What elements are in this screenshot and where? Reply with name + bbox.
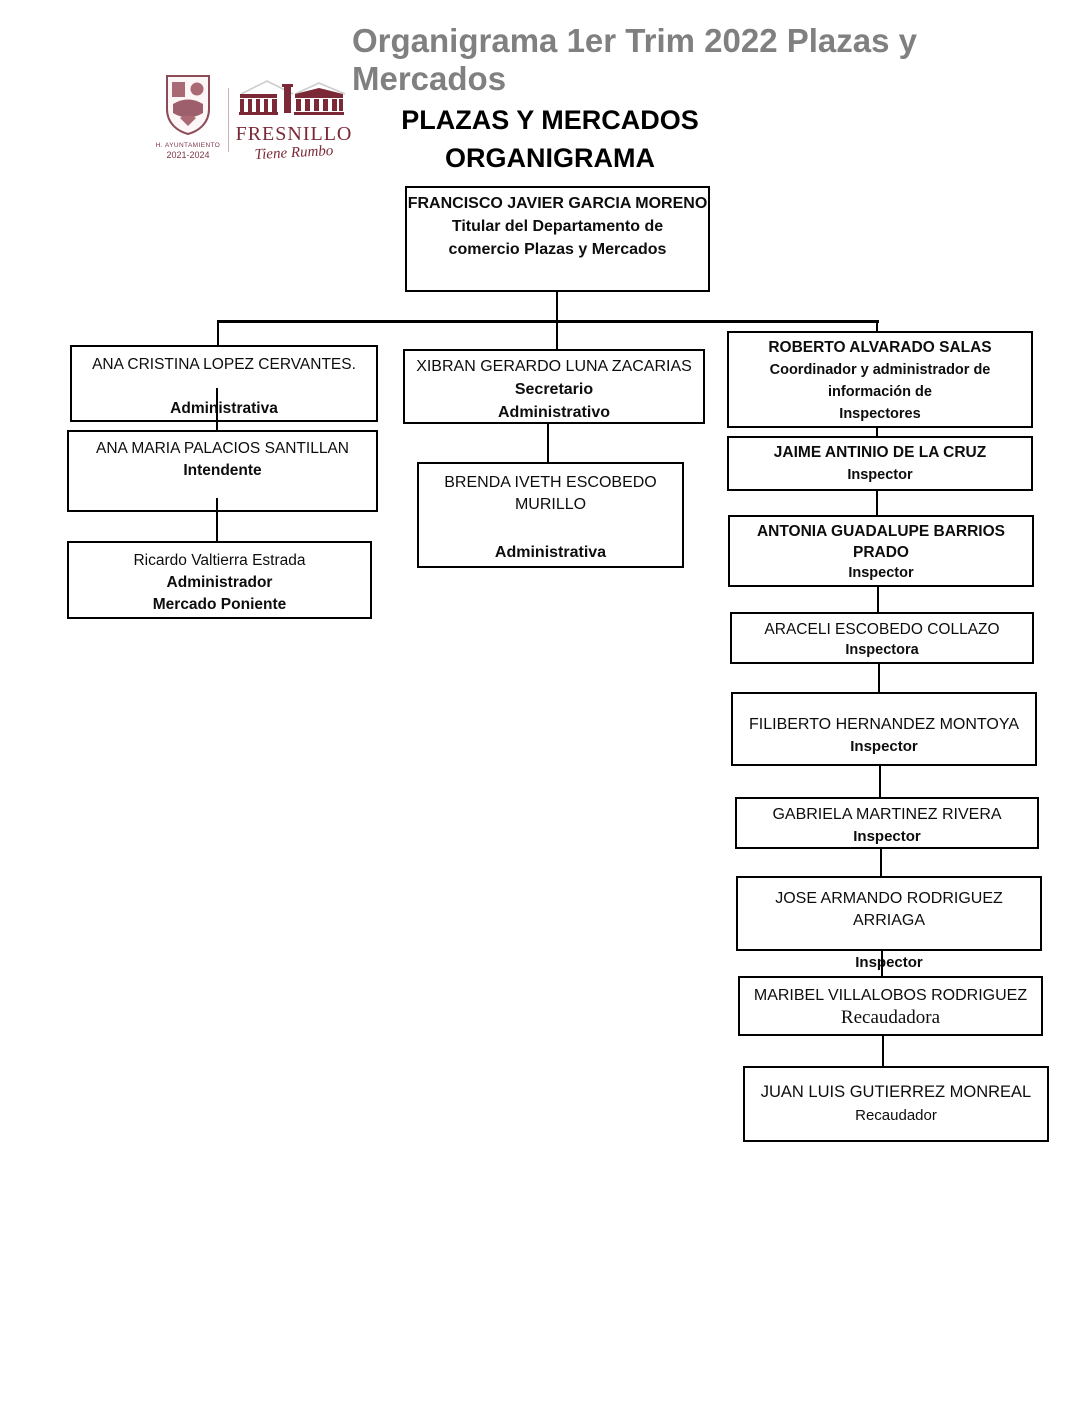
person-role: Inspector <box>848 565 914 581</box>
org-box-jaime-de-la-cruz: JAIME ANTINIO DE LA CRUZ Inspector <box>727 436 1033 491</box>
fresnillo-buildings-icon <box>239 80 346 115</box>
person-role: Secretario <box>514 381 594 398</box>
org-box-ana-cristina-lopez: ANA CRISTINA LOPEZ CERVANTES. Administra… <box>70 345 378 422</box>
org-box-brenda-escobedo: BRENDA IVETH ESCOBEDO MURILLO Administra… <box>417 462 684 568</box>
org-box-ricardo-valtierra: Ricardo Valtierra Estrada Administrador … <box>67 541 372 619</box>
person-name: XIBRAN GERARDO LUNA ZACARIAS <box>416 358 692 375</box>
person-role: Coordinador y administrador de informaci… <box>769 362 991 400</box>
person-role: Recaudador <box>855 1107 937 1124</box>
connector-line <box>881 951 883 976</box>
org-box-maribel-villalobos: MARIBEL VILLALOBOS RODRIGUEZ Recaudadora <box>738 976 1043 1036</box>
person-name: JAIME ANTINIO DE LA CRUZ <box>773 444 987 461</box>
org-box-filiberto-hernandez: FILIBERTO HERNANDEZ MONTOYA Inspector <box>731 692 1037 766</box>
person-name: FILIBERTO HERNANDEZ MONTOYA <box>749 716 1019 733</box>
org-box-juan-gutierrez: JUAN LUIS GUTIERREZ MONREAL Recaudador <box>743 1066 1049 1142</box>
org-box-antonia-barrios: ANTONIA GUADALUPE BARRIOS PRADO Inspecto… <box>728 515 1034 587</box>
person-role-detail: Administrativo <box>497 404 610 421</box>
person-name: GABRIELA MARTINEZ RIVERA <box>772 806 1002 823</box>
person-role: Inspector <box>847 467 913 483</box>
connector-line <box>216 498 218 541</box>
connector-line <box>216 388 218 430</box>
logo-divider <box>228 88 229 152</box>
org-box-araceli-escobedo: ARACELI ESCOBEDO COLLAZO Inspectora <box>730 612 1034 664</box>
fresnillo-logo: FRESNILLO Tiene Rumbo <box>235 78 353 164</box>
page-title: Organigrama 1er Trim 2022 Plazas y Merca… <box>352 22 917 97</box>
connector-line <box>217 323 219 345</box>
person-name: JOSE ARMANDO RODRIGUEZ ARRIAGA <box>775 890 1003 929</box>
person-role: Administrador <box>166 574 273 591</box>
org-box-gabriela-martinez: GABRIELA MARTINEZ RIVERA Inspector <box>735 797 1039 849</box>
connector-line <box>882 1036 884 1066</box>
connector-line <box>880 849 882 876</box>
org-box-titular: FRANCISCO JAVIER GARCIA MORENO Titular d… <box>405 186 710 292</box>
person-name: ANA CRISTINA LOPEZ CERVANTES. <box>92 356 356 373</box>
connector-line <box>556 323 558 349</box>
crest-years: 2021-2024 <box>166 150 210 160</box>
person-role-detail: Inspectores <box>839 406 921 422</box>
person-role-detail: Mercado Poniente <box>152 596 287 613</box>
person-name: FRANCISCO JAVIER GARCIA MORENO <box>407 195 708 212</box>
person-name: MARIBEL VILLALOBOS RODRIGUEZ <box>753 987 1028 1004</box>
connector-line <box>547 422 549 462</box>
connector-line <box>879 766 881 797</box>
document-title-line1: PLAZAS Y MERCADOS <box>401 105 699 135</box>
fresnillo-wordmark: FRESNILLO <box>235 123 353 145</box>
connector-line <box>878 664 880 692</box>
connector-line <box>876 428 878 436</box>
shield-icon <box>166 75 210 136</box>
person-name: ANTONIA GUADALUPE BARRIOS PRADO <box>756 523 1005 561</box>
crest-caption: H. AYUNTAMIENTO <box>155 142 221 149</box>
person-name: BRENDA IVETH ESCOBEDO MURILLO <box>444 474 657 513</box>
person-role: Administrativa <box>170 400 278 417</box>
person-role: Inspector <box>855 954 923 971</box>
org-box-ana-maria-palacios: ANA MARIA PALACIOS SANTILLAN Intendente <box>67 430 378 512</box>
org-box-roberto-alvarado: ROBERTO ALVARADO SALAS Coordinador y adm… <box>727 331 1033 428</box>
document-title: PLAZAS Y MERCADOS ORGANIGRAMA <box>375 101 725 177</box>
connector-line <box>876 491 878 515</box>
person-role: Recaudadora <box>840 1007 941 1028</box>
person-role: Intendente <box>183 462 262 479</box>
ayuntamiento-crest-logo: H. AYUNTAMIENTO 2021-2024 <box>153 74 223 160</box>
org-box-xibran-luna: XIBRAN GERARDO LUNA ZACARIAS Secretario … <box>403 349 705 424</box>
person-role: Inspector <box>853 828 921 845</box>
connector-line <box>877 587 879 612</box>
person-role: Administrativa <box>494 544 607 561</box>
document-title-line2: ORGANIGRAMA <box>445 143 655 173</box>
connector-line <box>217 320 879 323</box>
connector-line <box>556 290 558 322</box>
person-name: ARACELI ESCOBEDO COLLAZO <box>764 621 1000 638</box>
person-role: Inspectora <box>845 642 919 658</box>
person-name: Ricardo Valtierra Estrada <box>133 552 306 569</box>
person-role: Titular del Departamento de comercio Pla… <box>448 218 667 258</box>
person-name: JUAN LUIS GUTIERREZ MONREAL <box>760 1083 1032 1101</box>
person-name: ANA MARIA PALACIOS SANTILLAN <box>96 440 349 457</box>
fresnillo-tagline: Tiene Rumbo <box>254 142 334 164</box>
org-box-jose-rodriguez: JOSE ARMANDO RODRIGUEZ ARRIAGA Inspector <box>736 876 1042 971</box>
person-name: ROBERTO ALVARADO SALAS <box>768 339 992 356</box>
person-role: Inspector <box>850 738 918 755</box>
connector-line <box>876 323 878 331</box>
